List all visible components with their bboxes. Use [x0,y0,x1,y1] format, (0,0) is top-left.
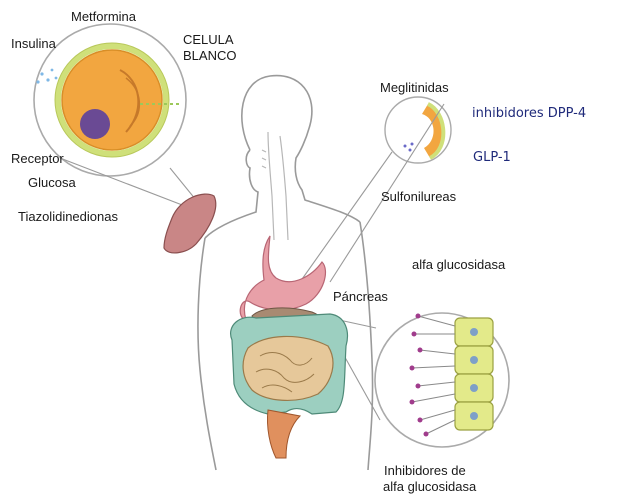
label-alfa-glucosidasa: alfa glucosidasa [412,258,505,272]
label-blanco: BLANCO [183,49,236,63]
meglitinidas-inset [385,97,451,163]
label-metformina: Metformina [71,10,136,24]
label-alfa-glucosidasa-bottom: alfa glucosidasa [383,480,476,494]
label-inhibidores-dpp4: inhibidores DPP-4 [472,107,586,121]
label-meglitinidas: Meglitinidas [380,81,449,95]
label-glucosa: Glucosa [28,176,76,190]
label-tiazolidinedionas: Tiazolidinedionas [18,210,118,224]
label-celula: CELULA [183,33,234,47]
label-pancreas: Páncreas [333,290,388,304]
target-cell-icon [62,50,162,150]
liver-organ-icon [164,194,216,253]
intestines-organ-icon [243,336,333,400]
label-inhibidores-de: Inhibidores de [384,464,466,478]
label-insulina: Insulina [11,37,56,51]
label-receptor: Receptor [11,152,64,166]
label-sulfonilureas: Sulfonilureas [381,190,456,204]
pancreatic-cells-inset [375,313,509,447]
nucleus-icon [80,109,110,139]
rectum-organ-icon [267,410,300,458]
label-glp1: GLP-1 [473,151,511,165]
airway [262,132,288,240]
